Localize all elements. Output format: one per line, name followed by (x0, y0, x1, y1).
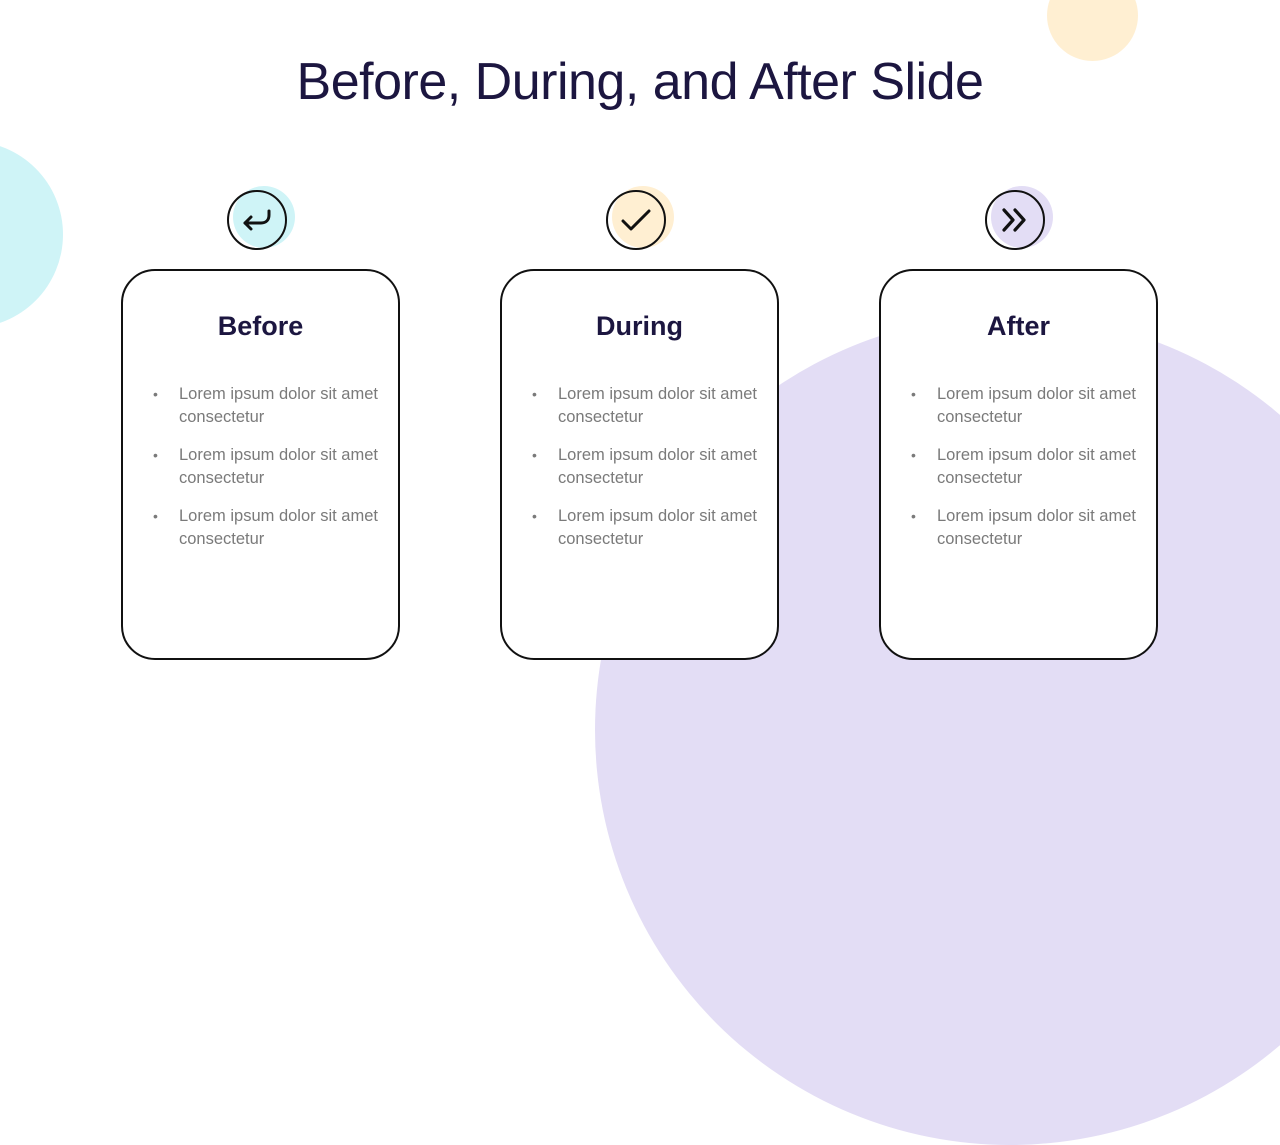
double-chevron-right-icon (1002, 208, 1026, 232)
after-icon-ring (985, 190, 1045, 250)
slide-title: Before, During, and After Slide (296, 53, 984, 111)
bullet-icon: • (532, 447, 537, 463)
bullet-icon: • (153, 447, 158, 463)
card-heading: After (986, 311, 1050, 341)
bullet-icon: • (911, 447, 916, 463)
card-before: Before •Lorem ipsum dolor sit amet conse… (121, 269, 400, 660)
checkmark-icon (621, 209, 651, 231)
card-after: After •Lorem ipsum dolor sit amet consec… (879, 269, 1158, 660)
bullet-icon: • (911, 386, 916, 402)
during-icon-ring (606, 190, 666, 250)
return-arrow-icon (243, 209, 271, 231)
list-item: •Lorem ipsum dolor sit amet consectetur (532, 507, 757, 548)
before-icon-badge (227, 186, 295, 254)
list-item: •Lorem ipsum dolor sit amet consectetur (532, 385, 757, 426)
list-item: •Lorem ipsum dolor sit amet consectetur (911, 385, 1136, 426)
bullet-icon: • (153, 386, 158, 402)
list-item: •Lorem ipsum dolor sit amet consectetur (911, 507, 1136, 548)
bullet-list: •Lorem ipsum dolor sit amet consectetur … (153, 383, 383, 566)
after-icon-badge (985, 186, 1053, 254)
during-icon-badge (606, 186, 674, 254)
list-item: •Lorem ipsum dolor sit amet consectetur (532, 446, 757, 487)
bullet-icon: • (532, 386, 537, 402)
bullet-icon: • (153, 508, 158, 524)
before-icon-ring (227, 190, 287, 250)
list-item: •Lorem ipsum dolor sit amet consectetur (153, 385, 378, 426)
card-heading: Before (217, 311, 304, 341)
decorative-cyan-circle (0, 141, 63, 328)
bullet-icon: • (911, 508, 916, 524)
bullet-list: •Lorem ipsum dolor sit amet consectetur … (532, 383, 762, 566)
bullet-list: •Lorem ipsum dolor sit amet consectetur … (911, 383, 1141, 566)
card-heading: During (596, 311, 683, 341)
list-item: •Lorem ipsum dolor sit amet consectetur (153, 446, 378, 487)
list-item: •Lorem ipsum dolor sit amet consectetur (153, 507, 378, 548)
card-during: During •Lorem ipsum dolor sit amet conse… (500, 269, 779, 660)
list-item: •Lorem ipsum dolor sit amet consectetur (911, 446, 1136, 487)
bullet-icon: • (532, 508, 537, 524)
